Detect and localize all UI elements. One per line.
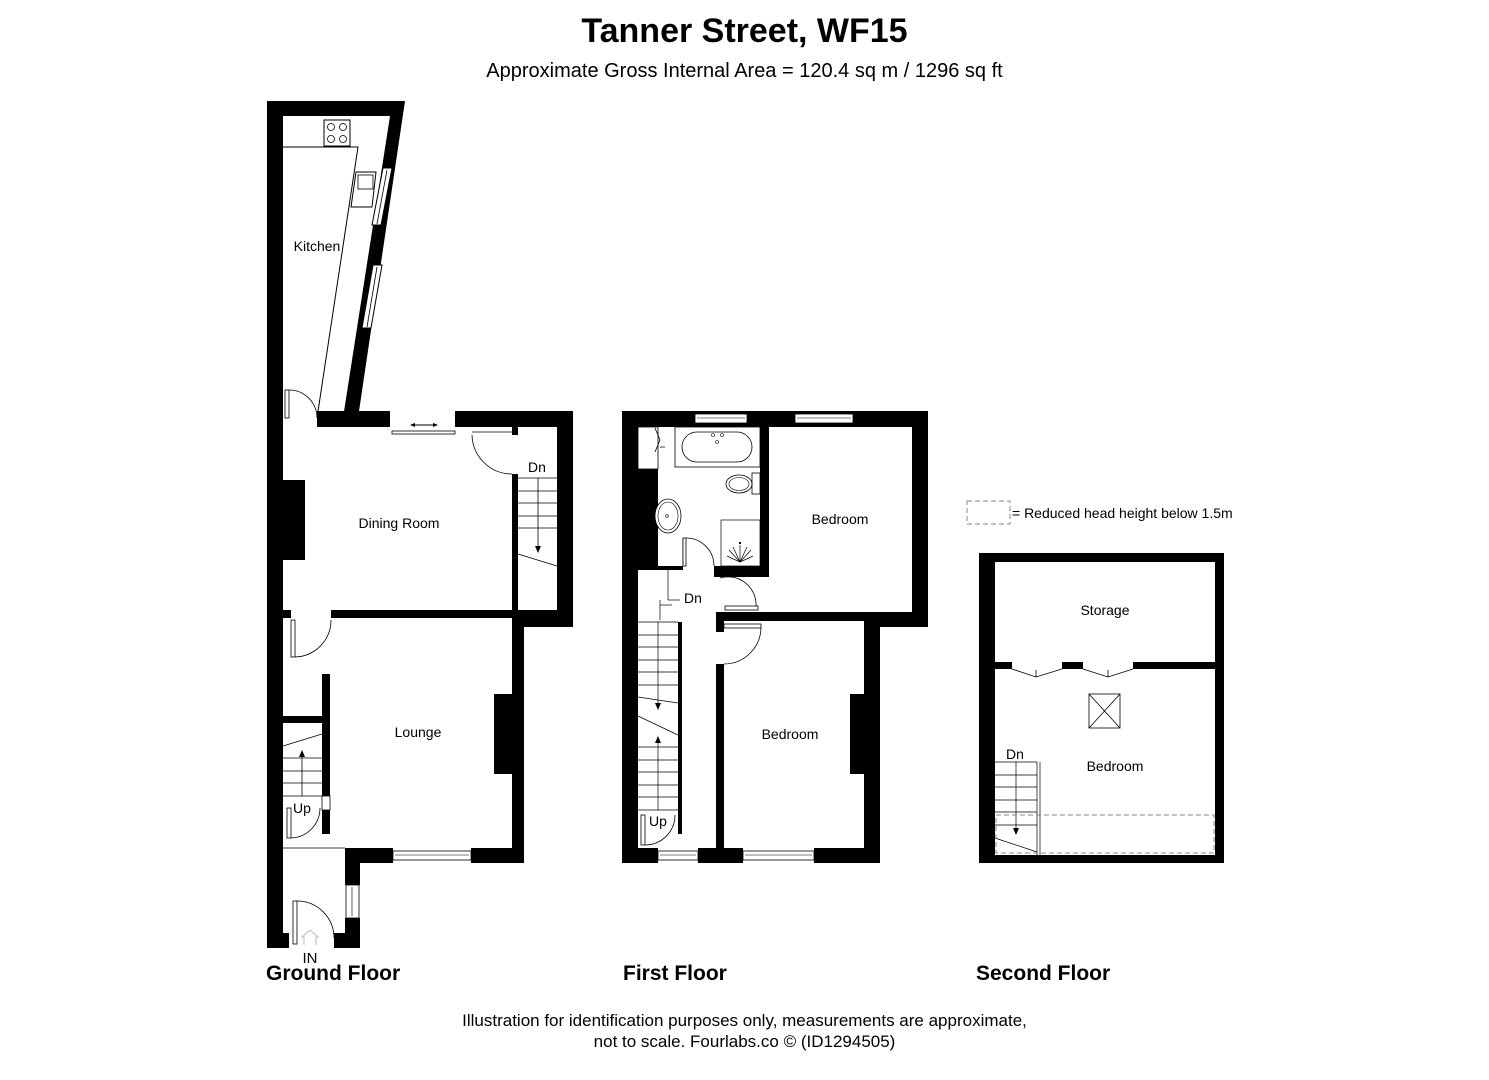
stairs-down-label: Dn [528, 459, 546, 475]
floor-label-second: Second Floor [976, 962, 1111, 985]
gross-internal-area: Approximate Gross Internal Area = 120.4 … [486, 60, 1003, 82]
bath-icon [674, 426, 761, 468]
first-stairs-down-label: Dn [684, 590, 702, 606]
chimney-breast [283, 480, 305, 560]
stairs-up-ground [282, 733, 323, 797]
landing-window [657, 850, 699, 861]
room-label-bedroom-front: Bedroom [762, 726, 819, 742]
lounge-chimney-breast [494, 694, 512, 774]
hob-icon [323, 119, 351, 147]
sliding-door [391, 430, 456, 435]
stairs-down-ground [517, 477, 558, 567]
reduced-head-height-zone [995, 814, 1215, 854]
lounge-window [392, 850, 472, 861]
kitchen-outer-wall [267, 101, 405, 420]
stairs-second-floor [994, 761, 1041, 857]
room-label-lounge: Lounge [395, 724, 442, 740]
bathroom-window [694, 413, 748, 424]
shower-icon [720, 519, 761, 567]
entrance-label: IN [303, 950, 318, 967]
front-bedroom-chimney [850, 694, 864, 774]
first-stairs-up-label: Up [649, 813, 667, 829]
basin-icon [654, 498, 682, 534]
storage-bifold-doors[interactable] [1011, 668, 1134, 678]
sink-icon [350, 171, 377, 208]
room-label-kitchen: Kitchen [294, 238, 341, 254]
stairs-first-floor [637, 570, 680, 811]
rear-bedroom-window [794, 413, 854, 424]
floor-label-first: First Floor [623, 962, 727, 985]
second-floor-plan: Dn Storage Bedroom [979, 553, 1224, 863]
second-stairs-down-label: Dn [1006, 746, 1024, 762]
dining-left-wall [267, 420, 283, 620]
front-bedroom-window [742, 850, 815, 861]
room-label-dining-room: Dining Room [359, 515, 440, 531]
stairs-up-label: Up [293, 800, 311, 816]
legend-label: = Reduced head height below 1.5m [1012, 505, 1233, 521]
floor-label-ground: Ground Floor [266, 962, 401, 985]
plan-title: Tanner Street, WF15 [581, 12, 908, 50]
entrance-arrow-icon [300, 929, 320, 945]
ground-floor-plan: Kitchen Dn Dining Room [267, 101, 573, 967]
front-door[interactable] [292, 900, 298, 945]
first-floor-plan: Dn Up Bedroom Bedroom [622, 411, 928, 863]
room-label-bedroom-rear: Bedroom [812, 511, 869, 527]
disclaimer: Illustration for identification purposes… [0, 1010, 1489, 1052]
disclaimer-line-2: not to scale. Fourlabs.co © (ID1294505) [593, 1032, 896, 1051]
kitchen-counter [283, 146, 359, 419]
skylight-icon [1088, 693, 1121, 729]
room-label-bedroom-second: Bedroom [1087, 758, 1144, 774]
room-label-storage: Storage [1080, 602, 1129, 618]
legend: = Reduced head height below 1.5m [966, 500, 1233, 525]
disclaimer-line-1: Illustration for identification purposes… [462, 1011, 1027, 1030]
porch-window [345, 884, 360, 919]
reduced-head-height-swatch [966, 500, 1011, 525]
lounge-left-wall [267, 618, 283, 948]
toilet-icon [725, 472, 761, 495]
